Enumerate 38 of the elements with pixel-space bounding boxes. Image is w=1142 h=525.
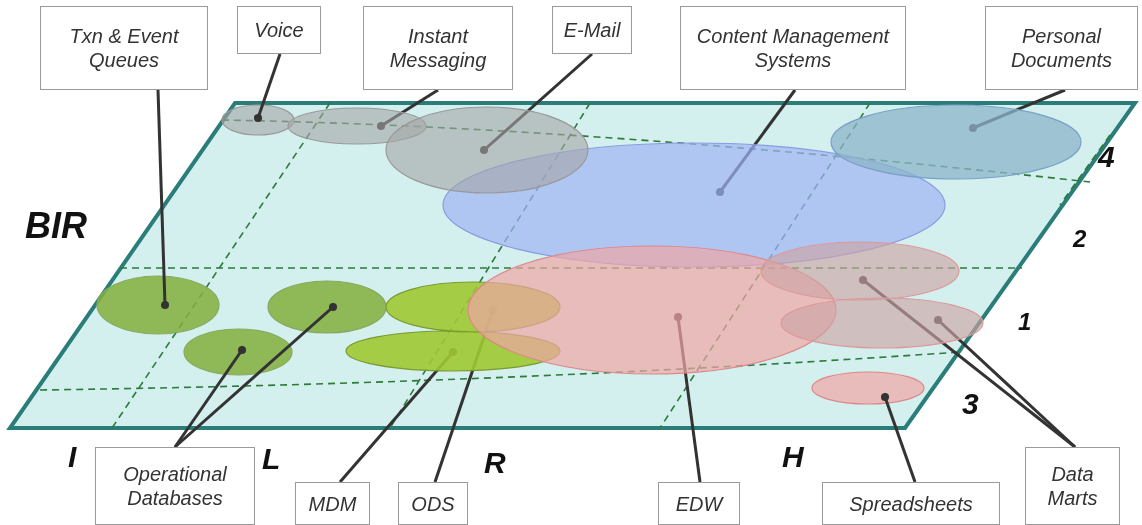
callout-box: ODS: [398, 482, 468, 525]
axis-label: L: [262, 442, 281, 476]
axis-label: I: [68, 440, 77, 474]
callout-box: Content Management Systems: [680, 6, 906, 90]
axis-label: R: [484, 446, 506, 480]
callout-box: MDM: [295, 482, 370, 525]
data-ellipse: [780, 297, 984, 349]
axis-label: 3: [962, 387, 979, 421]
data-ellipse: [811, 371, 925, 405]
callout-box: EDW: [658, 482, 740, 525]
callout-box: Voice: [237, 6, 321, 54]
plane-label: BIR: [25, 205, 87, 247]
leader-line: [173, 345, 247, 448]
axis-label: 2: [1073, 225, 1087, 253]
data-ellipse: [385, 106, 589, 194]
callout-box: E-Mail: [552, 6, 632, 54]
callout-box: Operational Databases: [95, 447, 255, 525]
leader-line: [253, 53, 282, 123]
data-ellipse: [183, 328, 293, 376]
leader-line: [933, 315, 1077, 449]
axis-label: 4: [1098, 140, 1115, 174]
data-ellipse: [467, 245, 837, 375]
data-ellipse: [96, 275, 220, 335]
callout-box: Spreadsheets: [822, 482, 1000, 525]
leader-line: [479, 52, 593, 155]
data-ellipse: [267, 280, 387, 334]
callout-box: Data Marts: [1025, 447, 1120, 525]
axis-label: H: [782, 440, 804, 474]
callout-box: Txn & Event Queues: [40, 6, 208, 90]
axis-label: 1: [1018, 308, 1032, 336]
callout-box: Instant Messaging: [363, 6, 513, 90]
data-ellipse: [760, 241, 960, 301]
leader-line: [174, 302, 338, 449]
callout-box: Personal Documents: [985, 6, 1138, 90]
data-ellipse: [830, 104, 1082, 180]
data-ellipse: [221, 104, 295, 136]
leader-line: [156, 89, 170, 310]
leader-line: [880, 392, 917, 483]
